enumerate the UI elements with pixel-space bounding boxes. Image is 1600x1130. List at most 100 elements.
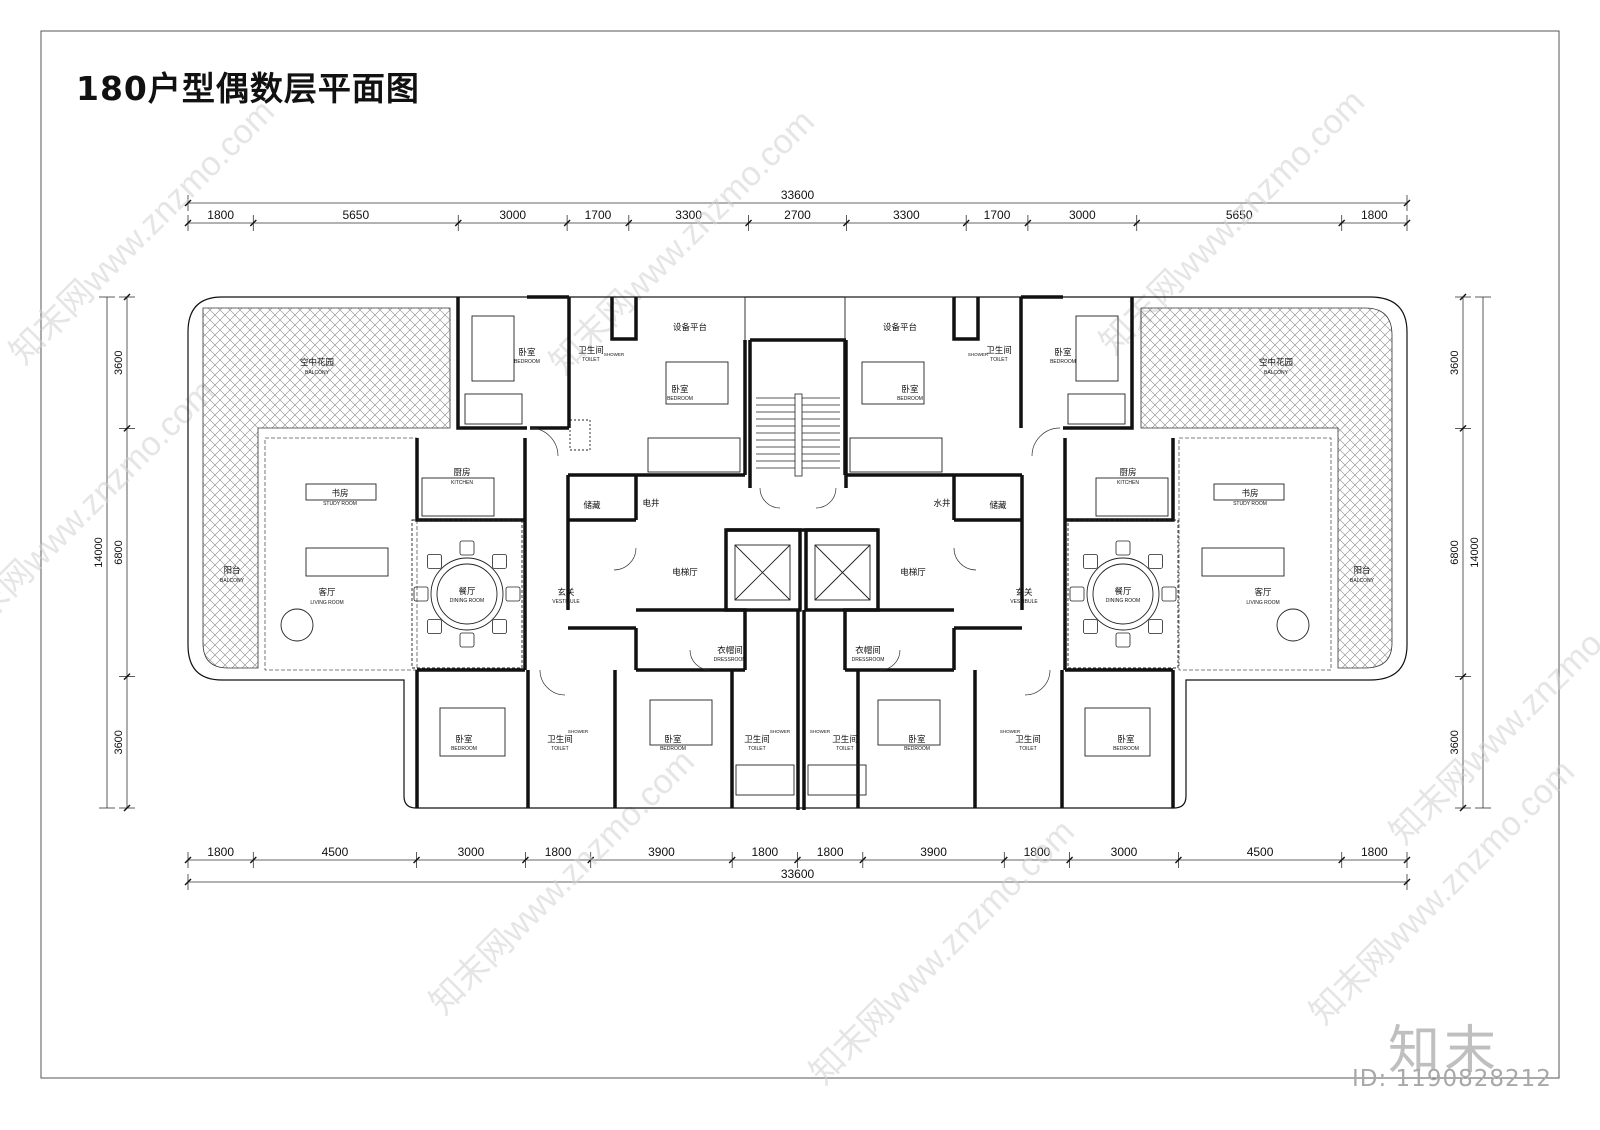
- label-kitchen-left: 厨房: [453, 467, 470, 477]
- bottom-dim-tick-mark: [1000, 856, 1008, 864]
- label-vestibule-left-en: VESTIBULE: [552, 599, 580, 605]
- label-sky-garden-right: 空中花园: [1259, 357, 1293, 367]
- label-living-left-en: LIVING ROOM: [310, 600, 343, 606]
- label-toilet-3: 卫生间: [547, 734, 573, 744]
- bottom-dim-total-tick-mark: [184, 878, 192, 886]
- dining-chair: [427, 619, 442, 634]
- label-dressing-right: 衣帽间: [855, 645, 881, 655]
- label-study-left-en: STUDY ROOM: [323, 501, 357, 507]
- label-dining-right: 餐厅: [1114, 586, 1132, 596]
- dining-chair: [492, 554, 507, 569]
- watermark-brand: 知末: [1388, 1021, 1501, 1081]
- top-dim-tick-mark: [842, 219, 850, 227]
- label-dressing-left: 衣帽间: [717, 645, 743, 655]
- label-balcony-right-en: BALCONY: [1350, 578, 1375, 584]
- watermark-tile: 知末网www.znzmo.com: [0, 373, 222, 652]
- top-dim-tick-mark: [625, 219, 633, 227]
- label-toilet-6-en: TOILET: [1019, 746, 1036, 752]
- label-toilet-2: 卫生间: [986, 345, 1012, 355]
- label-electric-shaft: 电井: [642, 498, 659, 508]
- label-shower-1: SHOWER: [604, 352, 625, 357]
- label-shower-2: SHOWER: [968, 352, 989, 357]
- top-dim-segment-label: 1800: [207, 208, 234, 222]
- label-sky-garden-left-en: BALCONY: [305, 370, 330, 376]
- top-dim-segment-label: 1800: [1361, 208, 1388, 222]
- label-bedroom-6-en: BEDROOM: [660, 746, 686, 752]
- label-balcony-right: 阳台: [1353, 565, 1370, 575]
- label-equipment-left: 设备平台: [673, 322, 707, 332]
- top-dim-total-label: 33600: [781, 188, 815, 202]
- label-toilet-1: 卫生间: [578, 345, 604, 355]
- top-dim-segment-label: 5650: [1226, 208, 1253, 222]
- label-water-shaft: 水井: [933, 498, 950, 508]
- top-dim-segment-label: 1700: [984, 208, 1011, 222]
- bottom-dim-tick-mark: [1066, 856, 1074, 864]
- bottom-dim-tick-mark: [728, 856, 736, 864]
- watermark-id: ID: 1190828212: [1352, 1066, 1552, 1092]
- top-dim-segment-label: 1700: [585, 208, 612, 222]
- label-elevator-hall-left: 电梯厅: [672, 567, 698, 577]
- dining-chair: [1161, 586, 1177, 602]
- left-dim-tick-mark: [123, 804, 131, 812]
- label-sky-garden-right-en: BALCONY: [1264, 370, 1289, 376]
- bottom-dim-tick-mark: [794, 856, 801, 864]
- bottom-dim-tick-mark: [249, 856, 257, 864]
- bottom-dim-tick-mark: [587, 856, 595, 864]
- dining-chair: [1148, 619, 1163, 634]
- label-toilet-3-en: TOILET: [551, 746, 568, 752]
- label-bedroom-6: 卧室: [664, 734, 682, 744]
- right-dim-segment-label: 3600: [1449, 350, 1461, 374]
- right-dim-segment-label: 6800: [1449, 540, 1461, 564]
- top-dim-tick-mark: [1403, 219, 1411, 227]
- label-toilet-4-en: TOILET: [748, 746, 765, 752]
- dining-chair: [413, 586, 429, 602]
- label-shower-3: SHOWER: [568, 729, 589, 734]
- label-toilet-1-en: TOILET: [582, 357, 599, 363]
- label-equipment-right: 设备平台: [883, 322, 917, 332]
- label-study-right: 书房: [1241, 488, 1258, 498]
- dining-chair: [1148, 554, 1163, 569]
- dining-chair: [1083, 619, 1098, 634]
- bottom-dim-segment-label: 4500: [322, 845, 349, 859]
- stair-well: [794, 393, 803, 477]
- label-sky-garden-left: 空中花园: [300, 357, 334, 367]
- label-toilet-4: 卫生间: [744, 734, 770, 744]
- right-dim-segment-label: 3600: [1449, 730, 1461, 754]
- drawing-title: 180户型偶数层平面图: [76, 69, 420, 108]
- label-shower-5: SHOWER: [810, 729, 831, 734]
- dining-chair: [459, 632, 475, 648]
- right-dim-tick-mark: [1459, 424, 1467, 432]
- left-dim-total-label: 14000: [93, 537, 105, 568]
- top-dim-tick-mark: [962, 219, 970, 227]
- bottom-dim-tick-mark: [859, 856, 867, 864]
- label-living-right: 客厅: [1254, 587, 1272, 597]
- label-kitchen-left-en: KITCHEN: [451, 480, 473, 486]
- bottom-dim-segment-label: 1800: [207, 845, 234, 859]
- label-bedroom-7: 卧室: [908, 734, 926, 744]
- label-bedroom-5: 卧室: [455, 734, 473, 744]
- dining-chair: [1069, 586, 1085, 602]
- label-vestibule-right: 玄关: [1015, 587, 1033, 597]
- right-sky-garden: [1140, 307, 1393, 669]
- left-sky-garden: [202, 307, 451, 669]
- top-dim-tick-mark: [745, 219, 753, 227]
- label-study-left: 书房: [331, 488, 348, 498]
- bottom-dim-segment-label: 3900: [920, 845, 947, 859]
- label-dining-left: 餐厅: [458, 586, 476, 596]
- label-bedroom-7-en: BEDROOM: [904, 746, 930, 752]
- dining-chair: [505, 586, 521, 602]
- label-bedroom-4: 卧室: [1054, 347, 1072, 357]
- bottom-dim-segment-label: 3000: [1111, 845, 1138, 859]
- bottom-dim-total-tick-mark: [1403, 878, 1411, 886]
- label-toilet-2-en: TOILET: [990, 357, 1007, 363]
- label-bedroom-2-en: BEDROOM: [667, 396, 693, 402]
- label-toilet-5: 卫生间: [832, 734, 858, 744]
- right-dim-tick-mark: [1459, 673, 1467, 681]
- label-dining-left-en: DINING ROOM: [450, 598, 484, 604]
- dining-chair: [459, 540, 475, 556]
- dining-chair: [1115, 540, 1131, 556]
- bottom-dim-tick-mark: [1403, 856, 1411, 864]
- top-dim-tick-mark: [1024, 219, 1032, 227]
